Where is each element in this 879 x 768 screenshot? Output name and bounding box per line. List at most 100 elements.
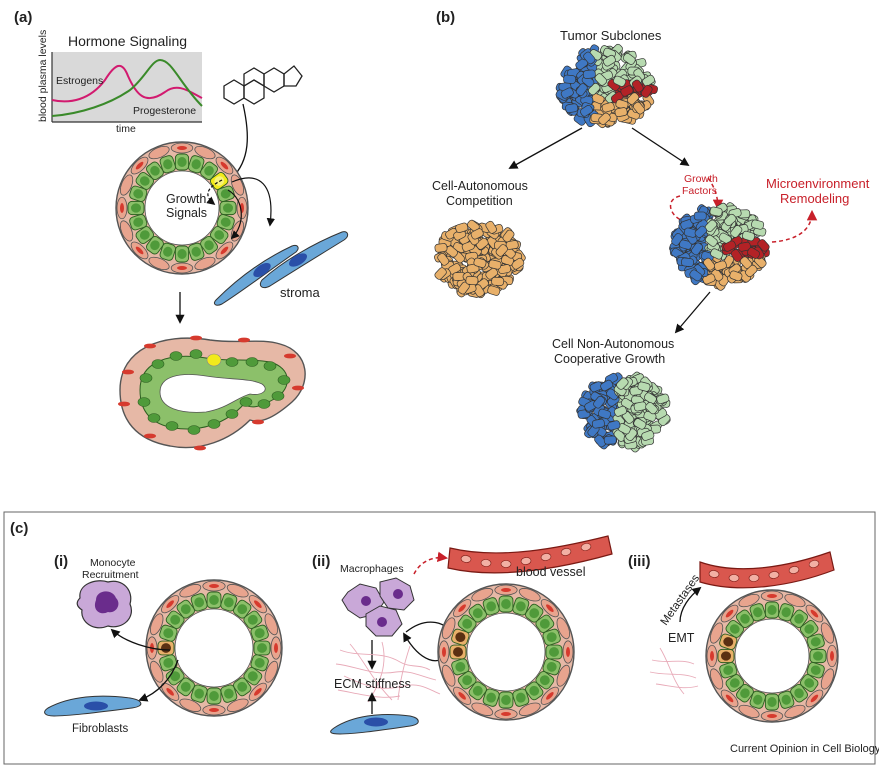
myoepithelial-cell: [148, 145, 170, 160]
epithelial-nucleus: [501, 599, 511, 609]
tumor-cell: [613, 75, 627, 87]
growth-factors-line1: Growth: [684, 173, 718, 185]
growth-signals-line1: Growth: [166, 192, 206, 206]
epithelial-nucleus: [539, 675, 550, 686]
mammary-duct-normal: [115, 141, 249, 275]
myoepithelial-nucleus: [710, 651, 714, 661]
myoepithelial-nucleus: [810, 694, 819, 703]
epithelial-nucleus: [529, 685, 540, 696]
myoepithelial-cell: [738, 593, 760, 608]
epithelial-nucleus: [257, 399, 271, 409]
myoepithelial-cell: [442, 664, 456, 687]
epithelial-nucleus: [472, 608, 483, 619]
myoepithelial-cell: [784, 593, 806, 608]
cell-non-autonomous-label: Cell Non-Autonomous Cooperative Growth: [552, 337, 678, 366]
steroid-molecule-icon: [223, 65, 303, 105]
epithelial-nucleus: [794, 688, 804, 699]
cell-non-autonomous-line1: Cell Non-Autonomous: [552, 337, 674, 351]
ecm-stiffness-label: ECM stiffness: [334, 677, 411, 691]
epithelial-nucleus: [163, 246, 173, 257]
epithelial-nucleus: [486, 692, 497, 703]
epithelial-nucleus: [729, 624, 740, 634]
myoepithelial-nucleus: [501, 712, 511, 716]
epithelial-nucleus: [472, 685, 483, 696]
ecm-fibers-iii: [649, 647, 699, 695]
tumor-cell: [757, 239, 770, 252]
red-blood-cell: [480, 559, 492, 567]
epithelial-nucleus: [455, 632, 466, 643]
stroma-cells: [213, 231, 349, 306]
red-blood-cell: [500, 560, 512, 568]
cell-non-autonomous-line2: Cooperative Growth: [554, 352, 665, 366]
myoepithelial-nucleus: [120, 203, 124, 213]
tumor-cell: [626, 92, 640, 105]
tumor-cell: [488, 259, 502, 270]
myoepithelial-cell: [150, 660, 164, 683]
arrow-to-monocyte: [110, 628, 171, 651]
tumor-cell: [485, 220, 497, 234]
myoepithelial-cell: [119, 174, 134, 196]
tumor-cell: [594, 73, 607, 86]
myoepithelial-nucleus: [546, 692, 554, 700]
duct-emt: [705, 589, 839, 723]
myoepithelial-nucleus: [220, 161, 229, 170]
epithelial-nucleus: [753, 694, 763, 705]
tumor-cell: [485, 267, 499, 280]
myoepithelial-cell: [119, 220, 134, 242]
epithelial-nucleus: [247, 614, 258, 625]
tumor-cell: [437, 252, 450, 266]
myoepithelial-cell: [709, 668, 724, 690]
myoepithelial-nucleus: [458, 692, 466, 700]
myoepithelial-nucleus: [767, 594, 777, 598]
myoepithelial-cell: [179, 584, 202, 598]
myoepithelial-cell: [230, 174, 245, 196]
macrophage-3: [365, 605, 403, 637]
epithelial-nucleus: [794, 613, 804, 624]
tumor-cell: [583, 51, 596, 65]
tumor-cell: [622, 53, 636, 65]
epithelial-nucleus: [753, 607, 763, 618]
tumor-cell: [594, 434, 607, 448]
tumor-cell: [747, 247, 760, 259]
epithelial-nucleus: [180, 681, 191, 692]
myoepithelial-nucleus: [252, 419, 264, 425]
tumor-cell: [689, 269, 703, 282]
myoepithelial-nucleus: [135, 246, 144, 255]
epithelial-nucleus: [163, 159, 173, 170]
myoepithelial-cell: [148, 256, 170, 271]
macrophages-label: Macrophages: [340, 563, 404, 575]
epithelial-nucleus: [225, 409, 239, 419]
sub-i-label: (i): [54, 553, 68, 570]
epithelial-nucleus: [170, 614, 181, 625]
tumor-cell: [598, 112, 611, 125]
blood-vessel-label: blood vessel: [516, 565, 586, 579]
epithelial-nucleus: [191, 246, 201, 257]
panel-a-label: (a): [14, 9, 32, 26]
tumor-cell: [582, 69, 596, 79]
myoepithelial-nucleus: [209, 708, 219, 712]
myoepithelial-nucleus: [238, 337, 250, 343]
myoepithelial-cell: [556, 617, 570, 640]
epithelial-nucleus: [767, 697, 777, 707]
tumor-cell: [705, 234, 718, 247]
epithelial-nucleus: [133, 217, 144, 227]
epithelial-nucleus: [721, 651, 731, 661]
cell-autonomous-label: Cell-Autonomous Competition: [432, 179, 531, 208]
epithelial-nucleus: [529, 608, 540, 619]
tumor-cell: [470, 228, 484, 240]
arrow-to-fibroblast: [138, 659, 179, 702]
tumor-cell: [511, 257, 525, 270]
epithelial-nucleus: [546, 661, 557, 672]
myoepithelial-cell: [226, 584, 249, 598]
epithelial-nucleus: [539, 618, 550, 629]
blood-vessel-ii: [447, 535, 613, 574]
growth-factors-line2: Factors: [682, 185, 717, 197]
epithelial-nucleus: [207, 419, 221, 429]
epithelial-nucleus: [263, 361, 277, 371]
epithelial-nucleus: [220, 189, 231, 199]
epithelial-nucleus: [194, 597, 205, 608]
epithelial-nucleus: [139, 373, 153, 383]
epithelial-nucleus: [151, 359, 165, 369]
myoepithelial-nucleus: [194, 445, 206, 451]
tumor-cell: [729, 270, 743, 282]
